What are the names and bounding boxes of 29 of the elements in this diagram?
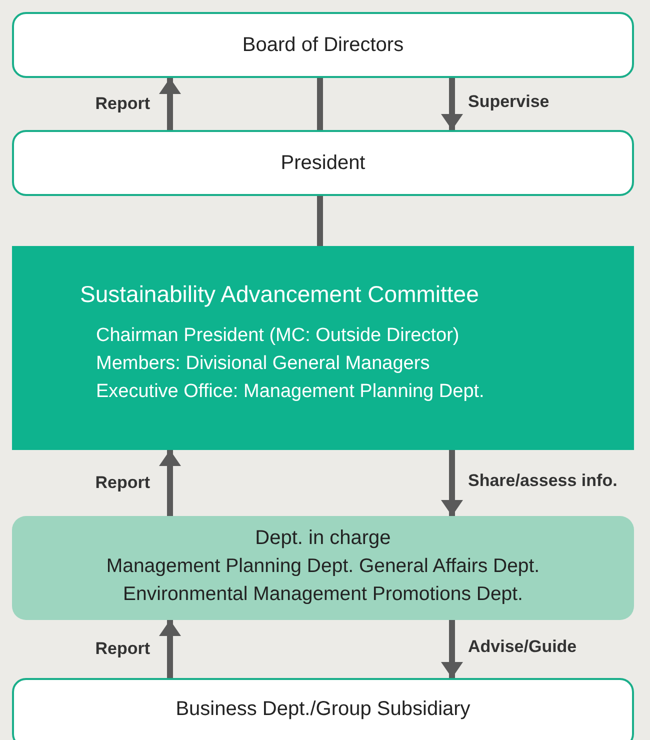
box-text: Executive Office: Management Planning Dept. [96, 380, 484, 404]
committee-box [12, 246, 634, 450]
edge-label: Report [95, 94, 150, 114]
connector-line [317, 78, 323, 130]
box-text: Members: Divisional General Managers [96, 352, 430, 376]
edge-label: Report [95, 473, 150, 493]
arrow [159, 620, 181, 678]
edge-label: Advise/Guide [468, 637, 577, 657]
box-heading: President [280, 151, 366, 176]
box-text: Management Planning Dept. General Affairs Dept. [106, 554, 540, 579]
org-box [12, 678, 634, 740]
department-box [12, 516, 634, 620]
box-heading: Dept. in charge [255, 526, 391, 551]
org-box [12, 130, 634, 196]
box-heading: Sustainability Advancement Committee [80, 280, 479, 308]
org-box [12, 12, 634, 78]
connector-line [317, 196, 323, 246]
box-text: Environmental Management Promotions Dept. [123, 582, 523, 607]
edge-label: Report [95, 639, 150, 659]
edge-label: Supervise [468, 92, 550, 112]
arrow [159, 450, 181, 516]
box-heading: Business Dept./Group Subsidiary [176, 697, 470, 722]
edge-label: Share/assess info. [468, 471, 618, 491]
arrow [159, 78, 181, 130]
arrow [441, 620, 463, 678]
arrow [441, 78, 463, 130]
box-text: Chairman President (MC: Outside Director) [96, 324, 460, 348]
arrow [441, 450, 463, 516]
box-heading: Board of Directors [242, 33, 404, 58]
